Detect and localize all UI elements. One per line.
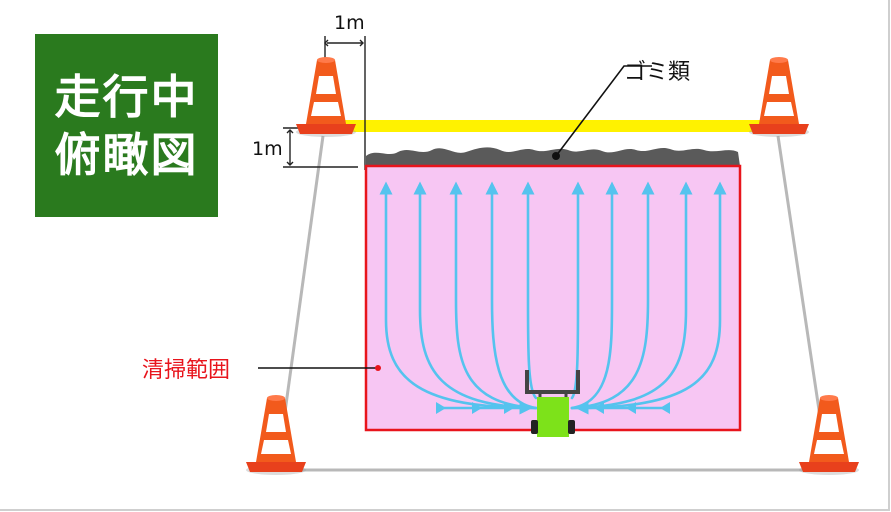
dimension-label-top: 1m [334, 12, 365, 34]
cleaning-pointer-dot [375, 365, 381, 371]
title-line-2: 俯瞰図 [54, 127, 199, 182]
dimension-label-left: 1m [252, 138, 283, 160]
traffic-cone-icon-bottom-left [246, 395, 306, 475]
cleaning-area-label: 清掃範囲 [142, 358, 231, 383]
robot-icon [525, 370, 580, 437]
path-return-heads [436, 402, 670, 414]
title-box: 走行中 俯瞰図 [35, 34, 218, 217]
traffic-cone-icon-top-right [749, 57, 809, 137]
traffic-cone-icon-top-left [296, 57, 356, 137]
dimension-lines [283, 36, 366, 170]
debris-leader [555, 65, 652, 157]
cleaning-area [364, 164, 742, 432]
debris-label: ゴミ類 [624, 60, 691, 85]
barrier-tape [330, 120, 780, 132]
traffic-cone-icon-bottom-right [799, 395, 859, 475]
title-line-1: 走行中 [54, 69, 199, 124]
